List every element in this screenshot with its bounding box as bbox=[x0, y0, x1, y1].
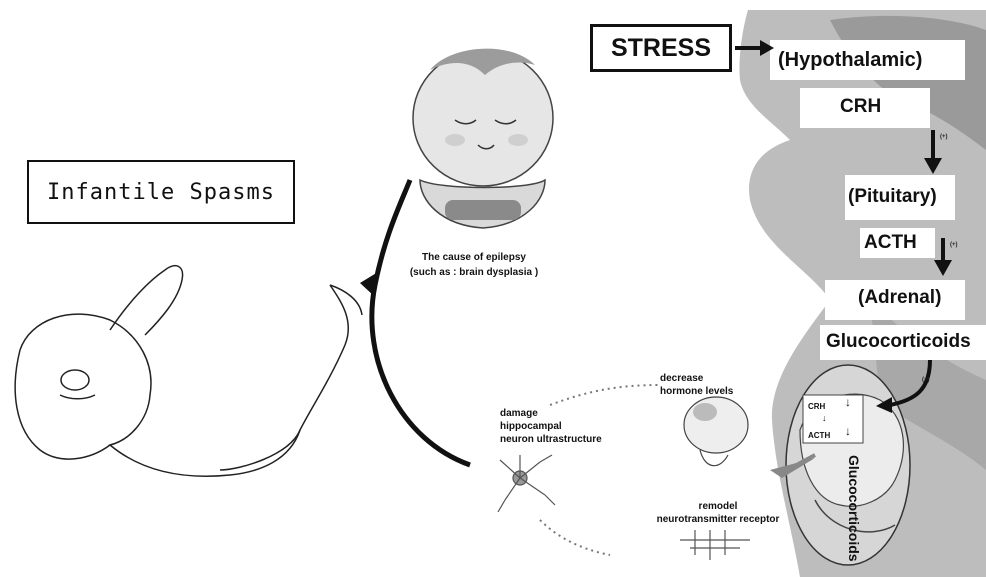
fetal-acth-label: ACTH bbox=[808, 429, 830, 442]
acth-plus-marker: (+) bbox=[950, 242, 958, 248]
cause-line-1: The cause of epilepsy bbox=[392, 250, 556, 265]
neuron-illustration bbox=[498, 455, 555, 512]
adrenal-label: (Adrenal) bbox=[858, 287, 941, 309]
cause-line-2: (such as : brain dysplasia ) bbox=[392, 265, 556, 280]
damage-line-3: neuron ultrastructure bbox=[500, 433, 602, 446]
gluco-plus-marker: (+) bbox=[922, 377, 930, 383]
decrease-line-2: hormone levels bbox=[660, 385, 733, 398]
pituitary-label: (Pituitary) bbox=[848, 186, 937, 208]
diagram-title: Infantile Spasms bbox=[27, 160, 295, 224]
damage-hippocampal-label: damage hippocampal neuron ultrastructure bbox=[500, 407, 602, 446]
remodel-line-1: remodel bbox=[648, 500, 788, 513]
dotted-connector-top bbox=[550, 385, 660, 405]
crh-label: CRH bbox=[840, 96, 881, 118]
cause-caption: The cause of epilepsy (such as : brain d… bbox=[392, 250, 556, 280]
glucocorticoids-label: Glucocorticoids bbox=[826, 331, 971, 353]
fetal-glucocorticoids-vertical: Glucocorticoids bbox=[846, 455, 862, 562]
damage-line-2: hippocampal bbox=[500, 420, 602, 433]
acth-label: ACTH bbox=[864, 232, 917, 254]
fetal-inner-arrow: ↓ bbox=[822, 412, 827, 425]
fetal-crh-down-arrow: ↓ bbox=[845, 396, 851, 409]
dotted-connector-bottom bbox=[540, 520, 610, 555]
receptor-illustration bbox=[680, 530, 750, 560]
remodel-receptor-label: remodel neurotransmitter receptor bbox=[648, 500, 788, 526]
hypothalamic-label: (Hypothalamic) bbox=[778, 49, 922, 72]
decrease-line-1: decrease bbox=[660, 372, 733, 385]
crh-plus-marker: (+) bbox=[940, 134, 948, 140]
fetal-acth-down-arrow: ↓ bbox=[845, 425, 851, 438]
stress-box: STRESS bbox=[590, 24, 732, 72]
infant-outline bbox=[15, 266, 362, 477]
hormone-illustration bbox=[684, 397, 748, 466]
decrease-hormone-label: decrease hormone levels bbox=[660, 372, 733, 398]
damage-line-1: damage bbox=[500, 407, 602, 420]
remodel-line-2: neurotransmitter receptor bbox=[648, 513, 788, 526]
baby-illustration bbox=[413, 49, 553, 228]
